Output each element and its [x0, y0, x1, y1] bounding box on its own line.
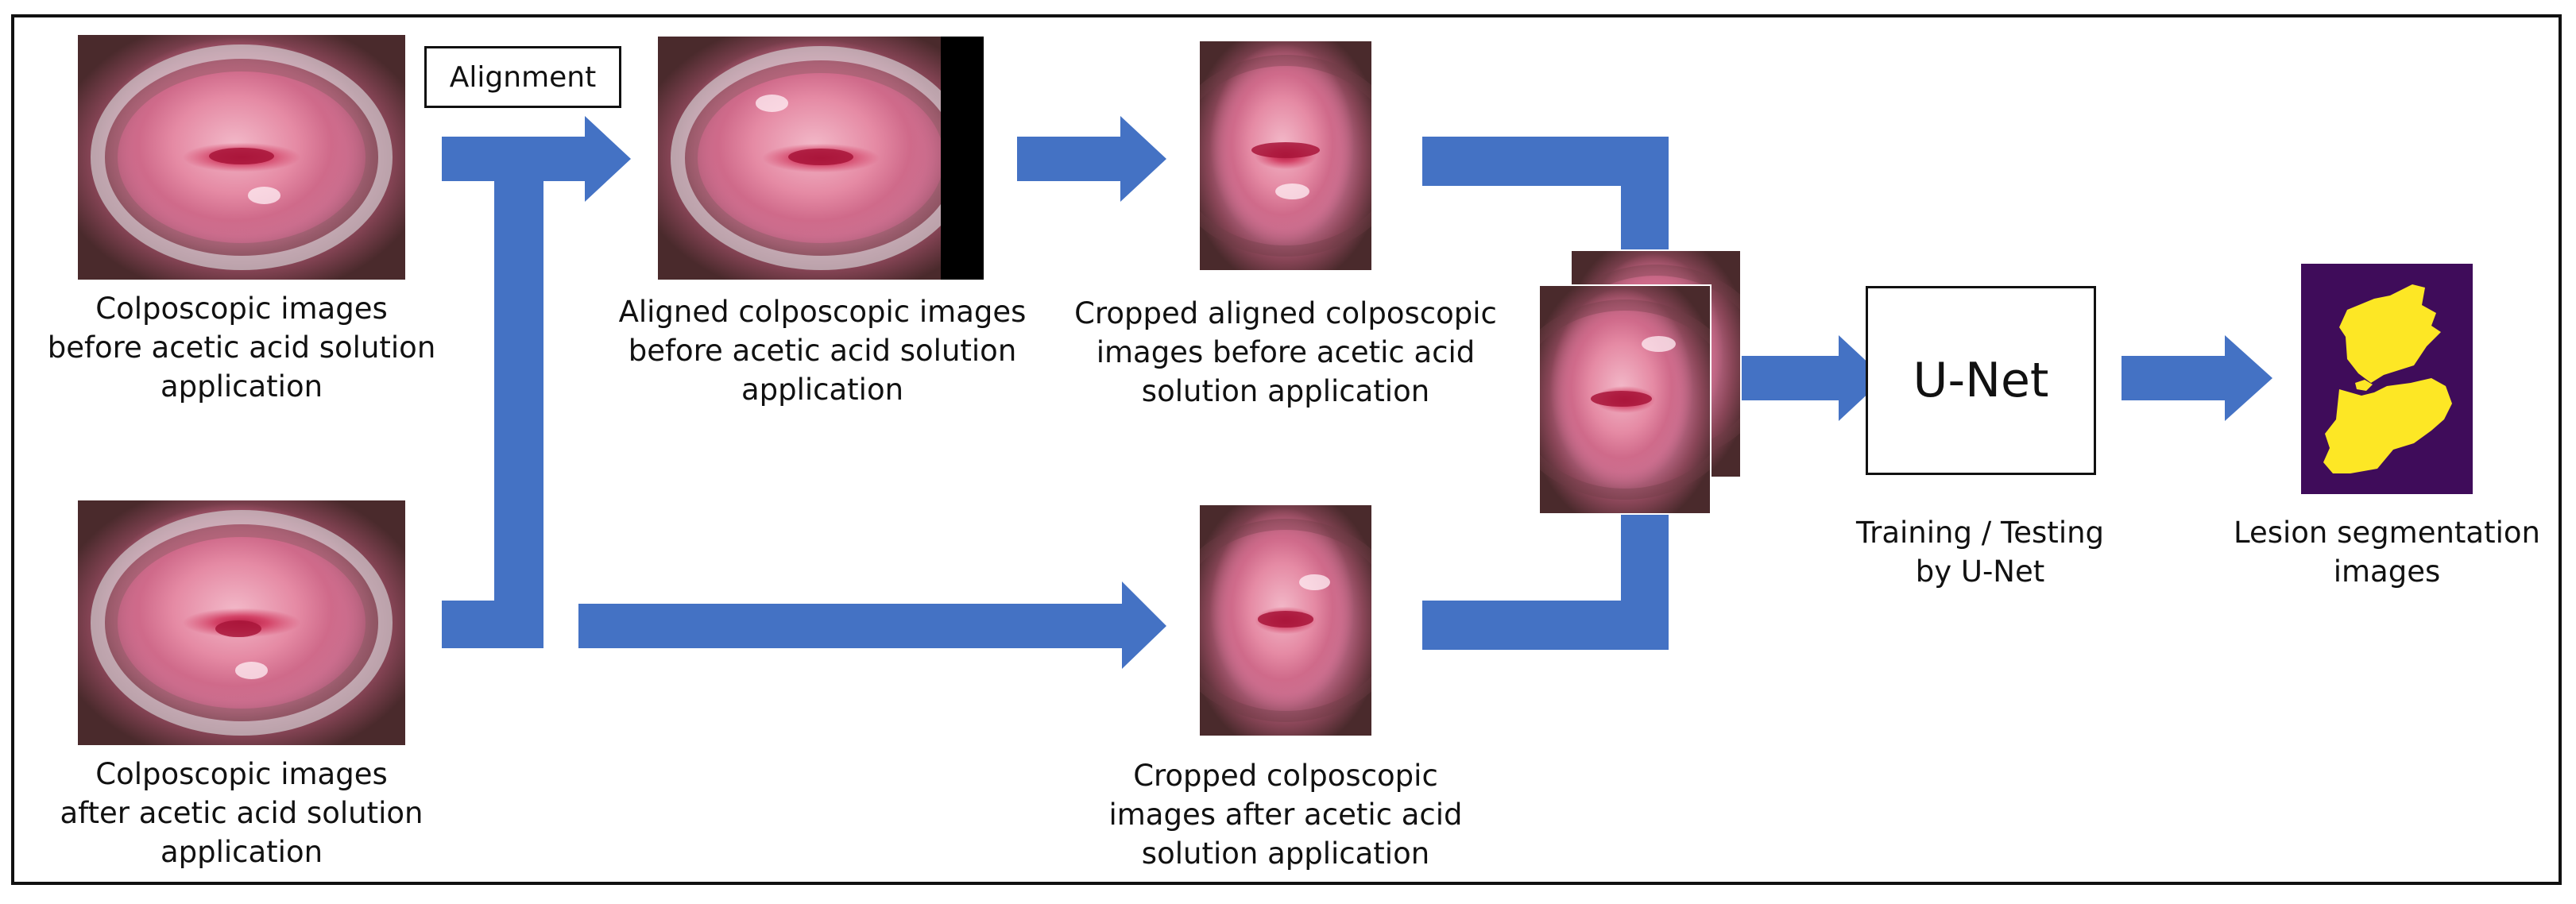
lesion-mask-region-lower — [2323, 378, 2452, 473]
lesion-spot — [1258, 611, 1313, 628]
lesion-spot — [1591, 390, 1653, 407]
label-training-testing: Training / Testing by U-Net — [1855, 516, 2105, 589]
label-before-acetic: Colposcopic images before acetic acid so… — [47, 292, 436, 404]
lesion-spot — [215, 620, 261, 638]
alignment-label: Alignment — [449, 60, 597, 94]
label-aligned-before: Aligned colposcopic images before acetic… — [618, 295, 1027, 407]
merge-bottom-horizontal — [1422, 601, 1669, 650]
label-lesion-segmentation: Lesion segmentation images — [2234, 516, 2540, 589]
lesion-spot — [208, 147, 275, 165]
unet-label: U-Net — [1913, 353, 2049, 408]
arrow-to-unet — [1839, 335, 1885, 421]
label-after-acetic: Colposcopic images after acetic acid sol… — [60, 757, 424, 869]
image-lesion-segmentation — [2301, 264, 2473, 494]
glare-spot — [234, 662, 268, 679]
label-cropped-after: Cropped colposcopic images after acetic … — [1108, 759, 1463, 871]
alignment-box: Alignment — [424, 46, 621, 108]
lesion-mask-region-upper — [2339, 284, 2441, 383]
image-cropped-aligned-before — [1200, 41, 1371, 270]
arrow-to-cropped-before — [1120, 116, 1166, 202]
image-stacked-front — [1538, 284, 1712, 515]
connector-after-to-cropped — [578, 604, 1122, 648]
glare-spot — [1275, 183, 1310, 199]
glare-spot — [1299, 574, 1331, 591]
arrow-to-alignment — [585, 116, 631, 202]
image-before-acetic — [78, 35, 405, 280]
connector-unet-to-output — [2122, 356, 2225, 400]
connector-branch-vertical — [494, 178, 543, 648]
image-aligned-before — [658, 37, 984, 280]
label-cropped-aligned-before: Cropped aligned colposcopic images befor… — [1074, 296, 1497, 408]
arrow-to-segmentation — [2225, 335, 2272, 421]
arrow-to-cropped-after — [1122, 581, 1166, 669]
connector-stack-to-unet — [1737, 356, 1839, 400]
glare-spot — [248, 186, 281, 204]
unet-box: U-Net — [1866, 286, 2096, 475]
glare-spot — [1642, 335, 1677, 352]
segmentation-mask — [2323, 284, 2452, 473]
lesion-spot — [788, 148, 853, 166]
connector-aligned-to-cropped — [1017, 137, 1120, 181]
alignment-padding-black — [941, 37, 984, 280]
connector-before-horizontal — [442, 137, 585, 181]
merge-top-vertical — [1621, 137, 1669, 253]
lesion-mask-fragment — [2355, 380, 2373, 391]
image-cropped-after — [1200, 505, 1371, 736]
diagram-frame — [11, 14, 2562, 885]
glare-spot — [756, 95, 788, 112]
image-after-acetic — [78, 500, 405, 745]
lesion-spot — [1251, 141, 1321, 158]
